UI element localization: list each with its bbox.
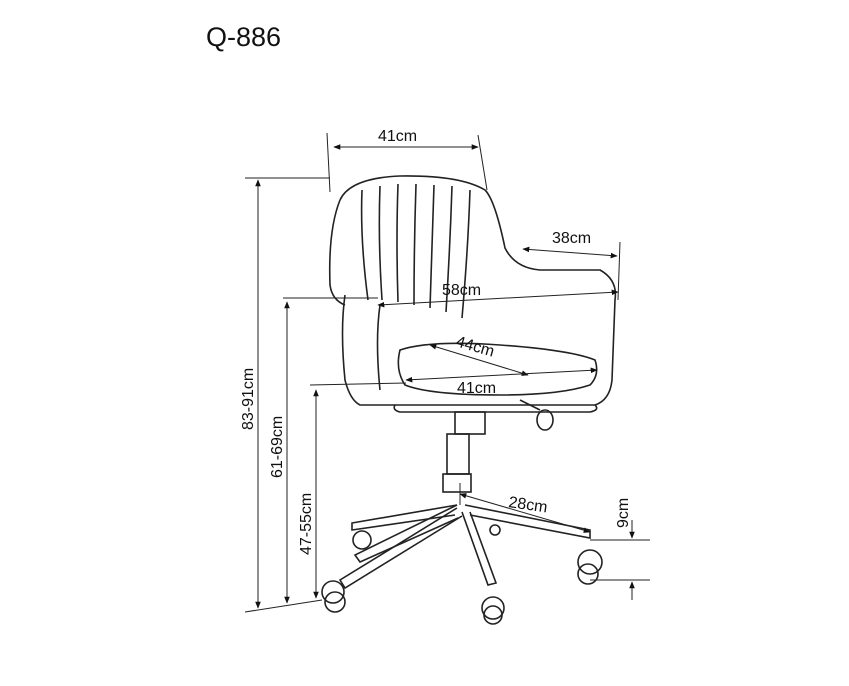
base-leg-2 [353,504,459,563]
base-leg-3 [338,507,463,590]
left-armrest [341,294,395,406]
base-leg-4 [461,511,498,586]
caster [352,530,372,550]
label-total-height: 83-91cm [240,368,257,430]
backrest-shape [339,175,617,406]
height-lever [519,399,541,411]
label-caster-height: 9cm [615,498,632,528]
seat-cushion [397,342,598,396]
label-seat-width: 41cm [457,380,496,397]
label-armrest-depth: 38cm [552,230,591,247]
label-seat-depth: 44cm [454,334,496,361]
backrest-left-edge [328,199,346,306]
label-seat-height: 47-55cm [298,493,315,555]
model-title: Q-886 [206,22,282,52]
gas-cylinder [446,433,470,475]
seat-mechanism [454,411,486,435]
label-armrest-height: 61-69cm [269,416,286,478]
label-overall-width: 58cm [442,282,481,299]
label-base-radius: 28cm [507,494,548,516]
base-leg-1 [351,504,458,531]
label-backrest-width: 41cm [378,128,417,145]
